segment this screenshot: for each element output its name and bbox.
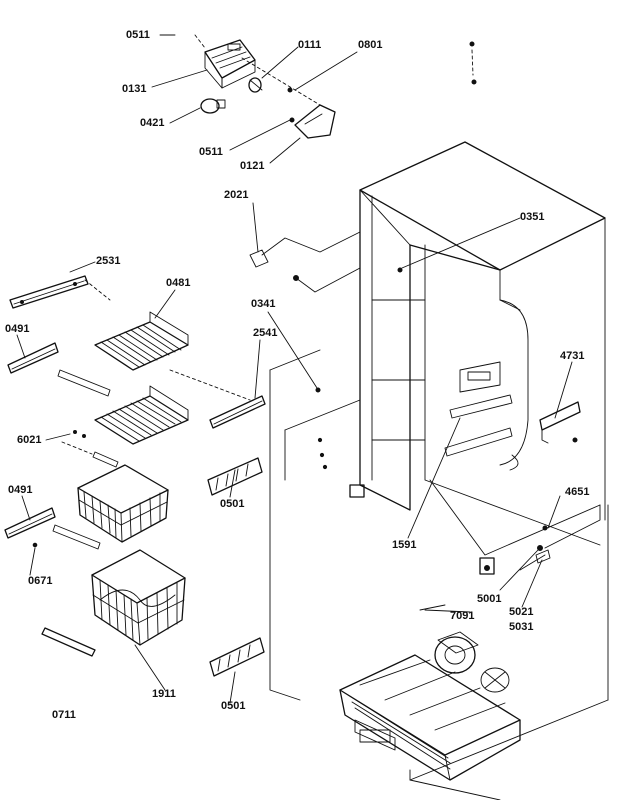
wire-basket-lower [91,549,186,646]
callout-6021: 6021 [17,434,42,446]
callout-0501-top: 0501 [220,498,245,510]
basket-support-0501-top [207,457,263,496]
cabinet-side-panel [269,349,361,701]
freezer-cabinet [349,141,606,575]
callout-0491-top: 0491 [5,323,30,335]
wire-shelf-lower [94,385,189,445]
bracket-4731 [539,401,581,444]
callout-0351: 0351 [520,211,545,223]
shelf-rail-2541 [209,395,266,429]
shelf-rail-2531 [9,275,89,309]
basket-support-0501-bottom [209,637,265,677]
rail-0491-top [7,342,111,397]
leader-lines [16,34,573,704]
callout-0501-bottom: 0501 [221,700,246,712]
callout-1911: 1911 [152,688,176,700]
callout-5021: 5021 [509,606,534,618]
compressor-base-assembly [339,604,521,781]
callout-7091: 7091 [450,610,475,622]
callout-2531: 2531 [96,255,121,267]
callout-5001: 5001 [477,593,502,605]
callout-1591: 1591 [392,539,417,551]
callout-0421: 0421 [140,117,165,129]
rail-0491-bottom [4,507,101,550]
callout-0801: 0801 [358,39,383,51]
callout-0341: 0341 [251,298,276,310]
callout-0491-bottom: 0491 [8,484,33,496]
callout-4731: 4731 [560,350,585,362]
light-housing-0131 [204,39,256,89]
callout-0711: 0711 [52,709,76,721]
callout-0511-top: 0511 [126,29,150,41]
callout-2541: 2541 [253,327,278,339]
callout-0111: 0111 [298,39,322,51]
wire-shelf-0481 [94,311,189,371]
callout-2021: 2021 [224,189,249,201]
light-socket-0111 [248,77,263,93]
callout-4651: 4651 [565,486,590,498]
callout-0121: 0121 [240,160,265,172]
callout-5031: 5031 [509,621,534,633]
callout-0671: 0671 [28,575,53,587]
callout-0131: 0131 [122,83,147,95]
light-bulb-0421 [200,98,226,114]
wire-basket-upper [77,464,169,543]
light-bracket-0121 [294,104,336,139]
bar-0711 [41,627,96,657]
callout-0481: 0481 [166,277,191,289]
callout-0511-mid: 0511 [199,146,223,158]
